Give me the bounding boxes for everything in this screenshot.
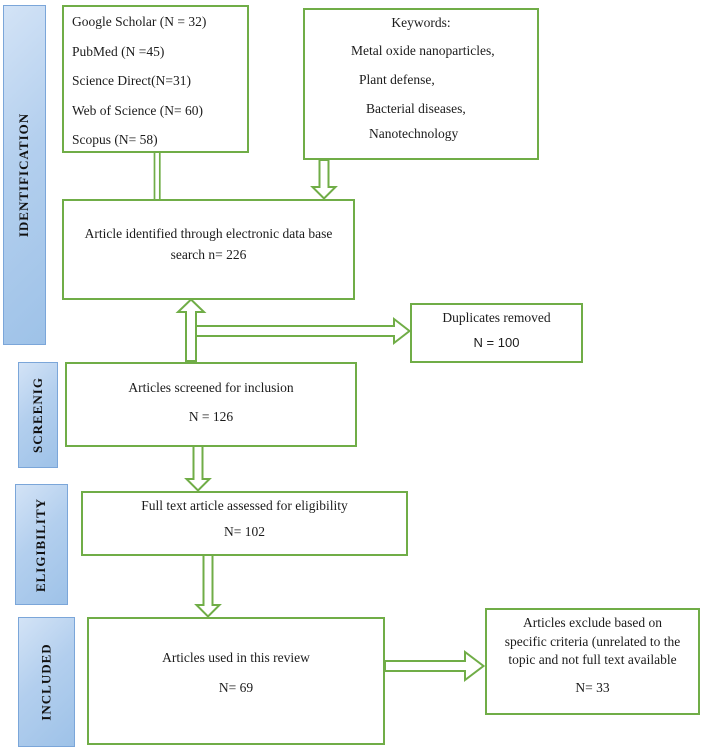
duplicates-removed-box: Duplicates removed N = 100 bbox=[410, 303, 583, 363]
arrow-keywords-to-identified-icon bbox=[310, 159, 338, 200]
articles-used-count: N= 69 bbox=[218, 680, 254, 695]
phase-label-identification: IDENTIFICATION bbox=[16, 112, 32, 238]
phase-bar-screening: SCREENIG bbox=[18, 362, 58, 468]
keywords-box: Keywords: Metal oxide nanoparticles, Pla… bbox=[303, 8, 539, 160]
articles-excluded-text: Articles exclude based on bbox=[522, 615, 663, 630]
database-item: Google Scholar (N = 32) bbox=[72, 14, 207, 29]
keyword-item: Metal oxide nanoparticles, bbox=[351, 43, 495, 58]
phase-bar-included: INCLUDED bbox=[18, 617, 75, 747]
duplicates-removed-text: Duplicates removed bbox=[442, 310, 551, 325]
articles-excluded-text: topic and not full text available bbox=[508, 652, 677, 667]
duplicates-removed-count: N = 100 bbox=[473, 335, 520, 350]
database-item: PubMed (N =45) bbox=[72, 43, 165, 59]
databases-box: Google Scholar (N = 32) PubMed (N =45) S… bbox=[62, 5, 249, 153]
connector-sources-to-identified bbox=[153, 153, 161, 199]
fulltext-assessed-text: Full text article assessed for eligibili… bbox=[141, 498, 348, 513]
arrow-fulltext-to-used-icon bbox=[194, 554, 222, 618]
articles-used-box: Articles used in this review N= 69 bbox=[87, 617, 385, 745]
database-item: Science Direct(N=31) bbox=[72, 73, 191, 88]
articles-screened-count: N = 126 bbox=[188, 409, 234, 424]
articles-excluded-box: Articles exclude based on specific crite… bbox=[485, 608, 700, 715]
records-identified-count: search n= 226 bbox=[170, 247, 247, 262]
keyword-item: Nanotechnology bbox=[369, 126, 459, 141]
articles-excluded-text: specific criteria (unrelated to the bbox=[504, 633, 681, 649]
keyword-item: Plant defense, bbox=[359, 72, 435, 87]
keywords-heading: Keywords: bbox=[391, 15, 451, 30]
records-identified-text: Article identified through electronic da… bbox=[84, 226, 333, 241]
phase-label-screening: SCREENIG bbox=[30, 377, 46, 453]
phase-bar-identification: IDENTIFICATION bbox=[3, 5, 46, 345]
articles-excluded-count: N= 33 bbox=[575, 679, 610, 695]
records-identified-box: Article identified through electronic da… bbox=[62, 199, 355, 300]
articles-screened-box: Articles screened for inclusion N = 126 bbox=[65, 362, 357, 447]
arrow-used-to-excluded-icon bbox=[384, 649, 486, 683]
phase-label-included: INCLUDED bbox=[38, 643, 54, 721]
phase-bar-eligibility: ELIGIBILITY bbox=[15, 484, 68, 605]
phase-label-eligibility: ELIGIBILITY bbox=[33, 497, 49, 592]
arrow-screened-to-identified-icon bbox=[175, 298, 207, 362]
database-item: Web of Science (N= 60) bbox=[72, 102, 203, 118]
fulltext-assessed-count: N= 102 bbox=[224, 524, 265, 539]
fulltext-assessed-box: Full text article assessed for eligibili… bbox=[81, 491, 408, 556]
database-item: Scopus (N= 58) bbox=[72, 132, 158, 147]
articles-screened-text: Articles screened for inclusion bbox=[128, 380, 294, 395]
arrow-screened-to-fulltext-icon bbox=[184, 445, 212, 492]
arrow-to-duplicates-icon bbox=[195, 316, 412, 346]
keyword-item: Bacterial diseases, bbox=[366, 101, 466, 116]
articles-used-text: Articles used in this review bbox=[162, 650, 310, 665]
